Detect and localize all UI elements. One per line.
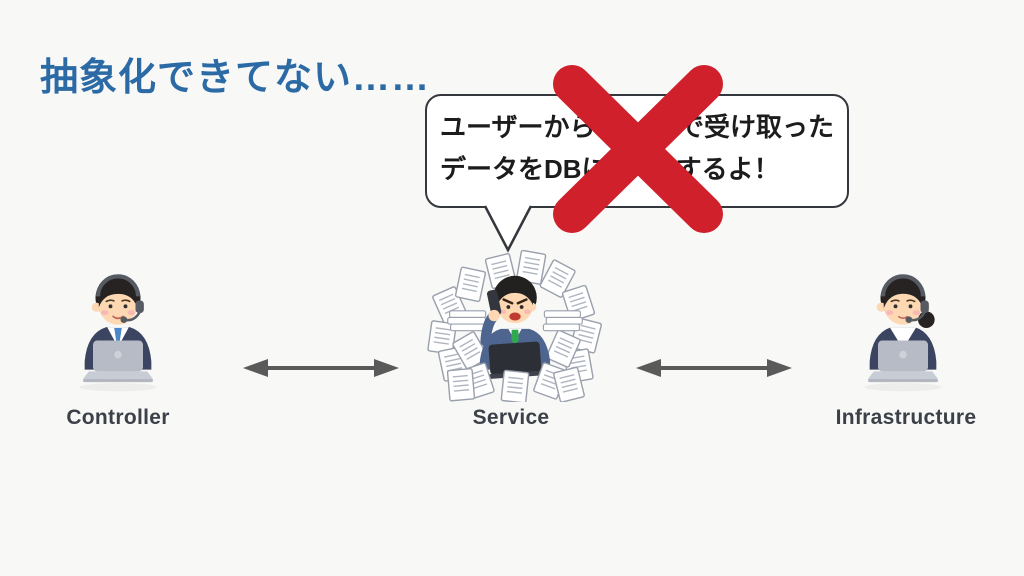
speech-bubble: ユーザーから で受け取った データをDBに するよ！ <box>425 94 849 208</box>
controller-label: Controller <box>66 406 170 429</box>
speech-bubble-tail <box>483 205 533 253</box>
red-x-mark-icon <box>553 65 723 233</box>
speech-text-1-left: ユーザーから <box>440 112 596 142</box>
paper-stack-right <box>542 310 583 332</box>
infrastructure-operator-figure <box>864 274 942 392</box>
service-busy-worker-figure <box>427 250 603 402</box>
speech-bubble-line-2: データをDBに するよ！ <box>440 148 834 190</box>
controller-operator-figure <box>79 274 157 392</box>
speech-text-2-left: データをDBに <box>440 154 608 184</box>
arrow-service-infrastructure <box>636 359 792 377</box>
arrow-controller-service <box>243 359 399 377</box>
paper-stack-left <box>447 310 488 332</box>
speech-bubble-line-1: ユーザーから で受け取った <box>440 106 834 148</box>
page-title: 抽象化できてない…… <box>40 57 431 99</box>
speech-text-1-right: で受け取った <box>677 112 834 142</box>
service-label: Service <box>472 406 550 429</box>
infrastructure-label: Infrastructure <box>835 406 977 429</box>
